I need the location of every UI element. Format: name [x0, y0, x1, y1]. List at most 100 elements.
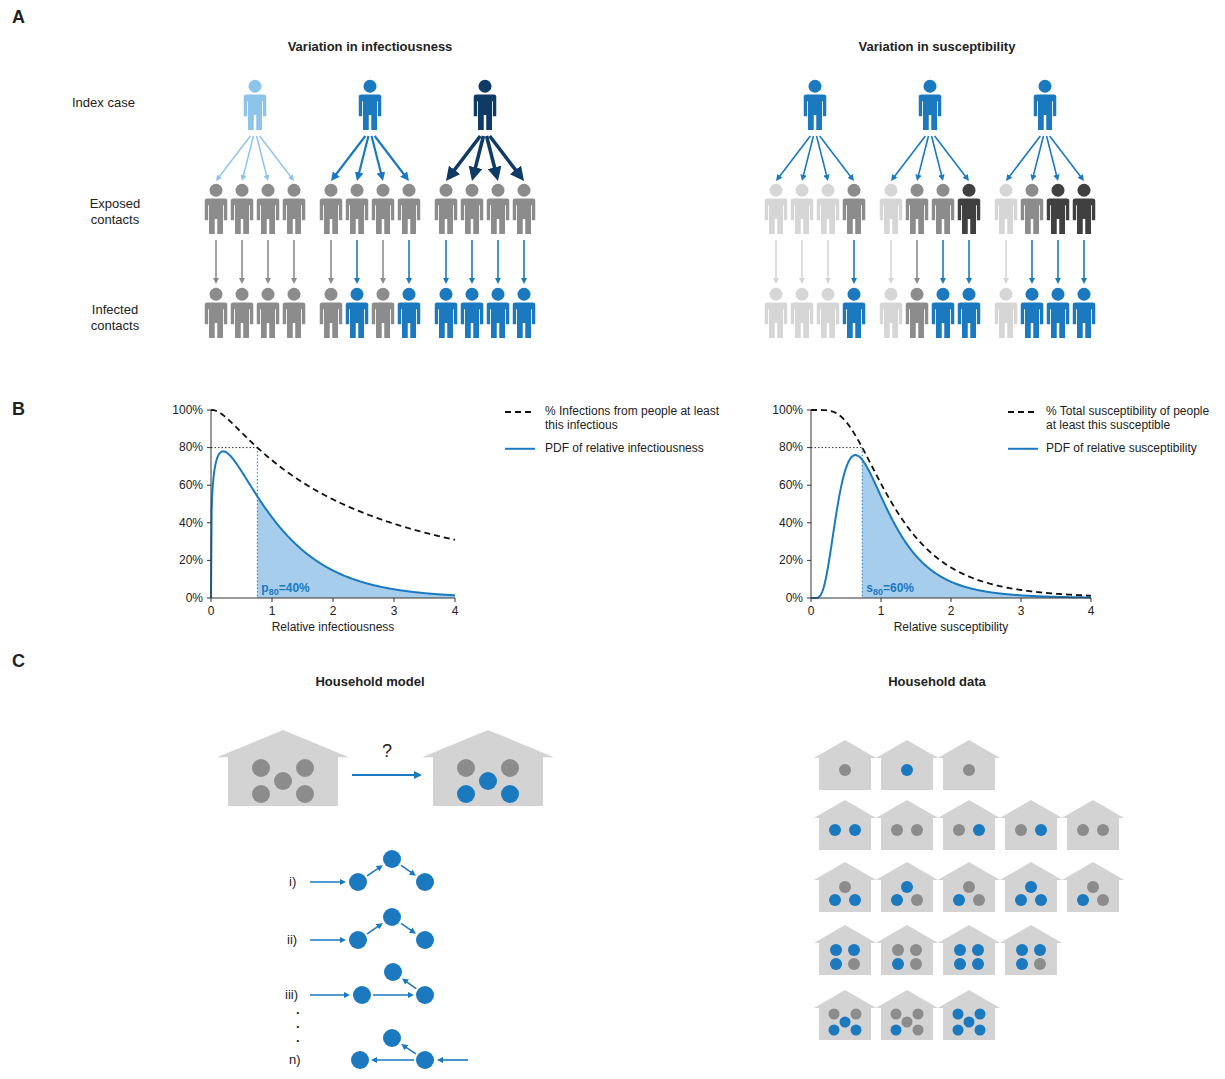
arrow — [401, 865, 413, 874]
person-body — [513, 302, 536, 338]
person-body — [320, 198, 343, 234]
arrow — [367, 867, 380, 876]
person-body — [995, 198, 1018, 234]
tick-label: 2 — [948, 604, 955, 618]
person-icon — [244, 80, 267, 130]
tick-label: 3 — [391, 604, 398, 618]
arrow — [1031, 240, 1033, 281]
legend-line-sample — [1008, 411, 1038, 413]
row-label: Infected contacts — [75, 302, 155, 333]
tick-mark — [807, 522, 811, 523]
person-dot — [902, 1017, 913, 1028]
ellipsis-dot: . — [296, 1002, 300, 1018]
tick-label: 0% — [186, 591, 203, 605]
person-icon — [932, 288, 955, 338]
person-body — [958, 302, 981, 338]
tick-label: 20% — [179, 553, 203, 567]
person-dot — [849, 824, 861, 836]
person-head — [911, 184, 924, 197]
person-dot — [953, 824, 965, 836]
person-body — [880, 302, 903, 338]
person-dot — [829, 1025, 840, 1036]
person-head — [848, 288, 861, 301]
tick-mark — [211, 598, 212, 602]
person-dot — [848, 944, 860, 956]
dotted-guide — [862, 448, 863, 598]
person-dot — [830, 944, 842, 956]
person-head — [440, 288, 453, 301]
annotation-subscript: 80 — [269, 587, 279, 598]
arrow — [968, 240, 970, 281]
person-dot — [901, 881, 913, 893]
tick-label: 1 — [269, 604, 276, 618]
person-dot — [296, 759, 314, 777]
house-shape — [876, 740, 938, 790]
arrow — [918, 136, 929, 178]
tick-mark — [811, 598, 812, 602]
person-icon — [205, 288, 228, 338]
person-head — [1026, 184, 1039, 197]
panel-letter: A — [12, 7, 25, 29]
annotation: p — [261, 581, 268, 595]
person-dot — [973, 894, 985, 906]
person-icon — [791, 288, 814, 338]
tree-node-dot — [416, 931, 434, 949]
tick-mark — [881, 598, 882, 602]
arrow — [293, 240, 295, 281]
tree-node-dot — [349, 873, 367, 891]
person-dot — [911, 894, 923, 906]
person-icon — [1047, 184, 1070, 234]
arrow — [241, 240, 243, 281]
row-label: Exposed contacts — [75, 196, 155, 227]
arrow — [916, 240, 918, 281]
person-icon — [398, 184, 421, 234]
row-label: Index case — [72, 95, 135, 111]
person-dot — [457, 759, 475, 777]
arrow — [490, 136, 520, 175]
cumulative-curve — [811, 410, 1091, 596]
arrow — [471, 240, 473, 281]
person-icon — [359, 80, 382, 130]
person-icon — [843, 288, 866, 338]
person-body — [843, 302, 866, 338]
tick-label: 60% — [779, 478, 803, 492]
tick-mark — [207, 598, 211, 599]
tick-label: 20% — [779, 553, 803, 567]
person-head — [848, 184, 861, 197]
house-shape — [938, 862, 1000, 912]
tree-node-dot — [351, 1051, 369, 1069]
person-icon — [283, 288, 306, 338]
person-dot — [913, 1025, 924, 1036]
tick-label: 80% — [779, 440, 803, 454]
person-dot — [849, 894, 861, 906]
tree-node-dot — [416, 873, 434, 891]
legend-text: PDF of relative susceptibility — [1046, 441, 1218, 455]
dotted-guide — [211, 447, 257, 448]
person-icon — [346, 288, 369, 338]
axis-title: Relative susceptibility — [894, 620, 1009, 634]
person-icon — [1047, 288, 1070, 338]
tick-label: 1 — [878, 604, 885, 618]
cumulative-curve — [211, 410, 455, 540]
person-head — [479, 80, 492, 93]
person-icon — [995, 288, 1018, 338]
person-dot — [851, 1025, 862, 1036]
legend-line-sample — [1008, 448, 1038, 450]
panel-title: Variation in infectiousness — [288, 39, 453, 55]
person-icon — [765, 184, 788, 234]
person-icon — [880, 288, 903, 338]
person-head — [796, 288, 809, 301]
person-head — [210, 184, 223, 197]
person-dot — [911, 824, 923, 836]
tick-label: 60% — [179, 478, 203, 492]
person-dot — [953, 1025, 964, 1036]
person-dot — [973, 824, 985, 836]
pdf-curve — [811, 455, 1091, 598]
person-icon — [958, 288, 981, 338]
y-axis — [211, 410, 212, 598]
person-dot — [1087, 881, 1099, 893]
house-shape — [814, 740, 876, 790]
person-body — [487, 198, 510, 234]
